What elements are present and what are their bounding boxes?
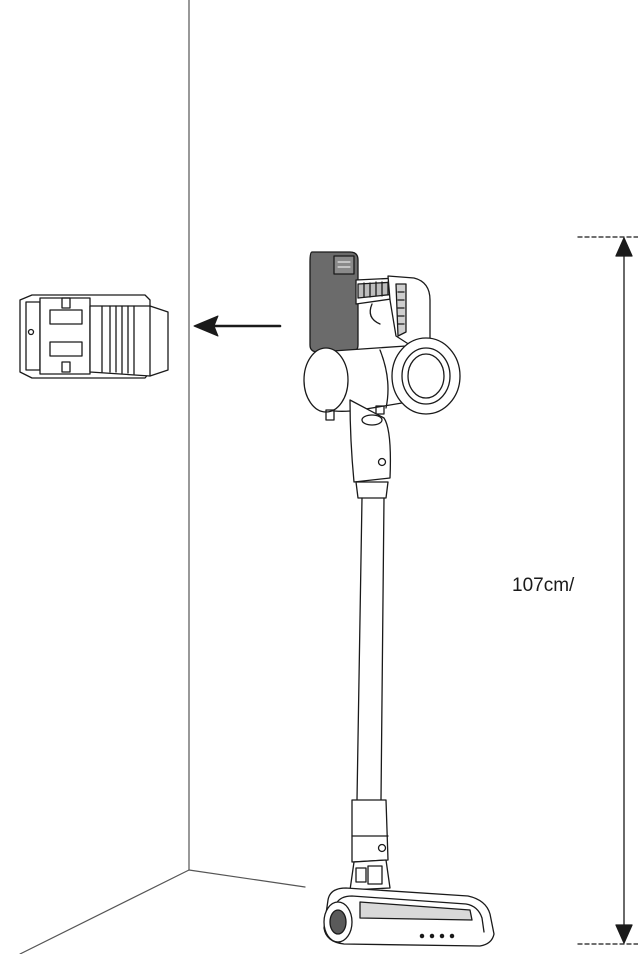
wand-connector <box>349 399 392 483</box>
wall-mount-bracket <box>19 294 169 379</box>
dimension-arrow-up <box>615 237 633 257</box>
vacuum-handle <box>355 275 431 346</box>
height-dimension-label: 107cm/ <box>510 575 577 597</box>
floor-head-joint <box>349 799 391 891</box>
battery-pack <box>309 251 359 353</box>
floor-brush-head <box>323 887 495 947</box>
dimension-arrow-down <box>615 924 633 944</box>
stick-vacuum <box>303 251 495 947</box>
floor-left-edge <box>19 869 190 954</box>
motor-body <box>303 337 461 421</box>
height-dimension <box>577 236 638 945</box>
dust-cup-lid <box>401 347 451 405</box>
floor-right-edge <box>188 869 306 888</box>
screw-hole <box>27 328 35 336</box>
mount-direction-arrow <box>193 315 282 337</box>
extension-wand <box>355 481 389 801</box>
wall-corner <box>19 0 306 954</box>
